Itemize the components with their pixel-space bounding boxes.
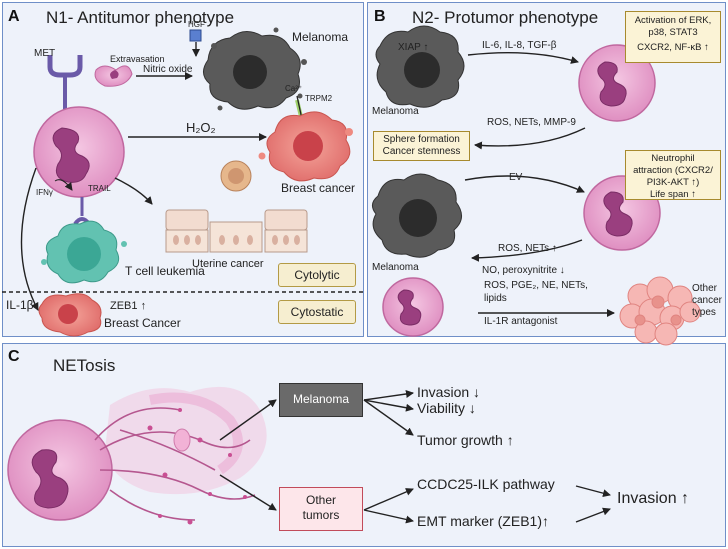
lipids-label: lipids [484,293,507,304]
tumor-growth-label: Tumor growth ↑ [417,432,514,448]
uterine-cancer-label: Uterine cancer [192,258,264,270]
t-cell-leukemia-icon [41,220,127,284]
ros-pge-label: ROS, PGE₂, NE, NETs, [484,280,588,291]
neutrophil-cell-icon [33,106,125,198]
neutrophil-b3-icon [382,277,444,337]
cytostatic-tag: Cytostatic [278,300,356,324]
activation-box: Activation of ERK, p38, STAT3 CXCR2, NF-… [625,11,721,63]
neutrophil-b1-icon [578,44,656,122]
hgf-icon [189,29,202,42]
neutrophil-attraction-box: Neutrophil attraction (CXCR2/ PI3K-AKT ↑… [625,150,721,200]
ccdc25-label: CCDC25-ILK pathway [417,476,555,492]
ev-label: EV [509,172,523,183]
activation-line-3: CXCR2, NF-κB ↑ [637,42,709,53]
sphere-box: Sphere formation Cancer stemness [373,131,470,161]
no-peroxynitrite-label: NO, peroxynitrite ↓ [482,265,565,276]
il1r-label: IL-1R antagonist [484,316,558,327]
hgf-label: HGF [188,20,205,29]
extravasating-neutrophil-icon [94,65,133,87]
sphere-line-1: Sphere formation [383,134,460,145]
il1b-label: IL-1β [6,298,34,312]
ifng-label: IFNγ [36,188,53,197]
melanoma-b2-label: Melanoma [372,262,419,273]
activation-line-2: p38, STAT3 [648,27,698,38]
t-cell-leukemia-label: T cell leukemia [125,264,205,278]
netosis-title: NETosis [53,356,116,375]
trail-label: TRAIL [88,184,111,193]
neutrophil-line-1: Neutrophil [651,153,695,164]
ca-label: Ca²⁺ [285,84,303,93]
nitric-oxide-label: Nitric oxide [143,64,193,75]
panel-c-letter: C [8,348,20,365]
activation-line-1: Activation of ERK, [634,15,712,26]
trpm2-label: TRPM2 [305,94,333,103]
neutrophil-line-2: attraction (CXCR2/ [633,165,713,176]
sphere-line-2: Cancer stemness [382,146,461,157]
other-tumors-line-1: Other [305,493,336,507]
melanoma-b1-label: Melanoma [372,106,419,117]
other-cancer-cluster-icon [619,276,701,346]
uterine-cancer-icon [165,160,308,253]
other-cancer-line-3: types [692,307,716,318]
panel-b-letter: B [374,8,386,25]
other-cancer-label: Other cancer types [692,283,722,319]
breast-cancer-bottom-label: Breast Cancer [104,316,181,330]
other-tumors-box: Other tumors [279,487,363,531]
melanoma-cell-icon [203,27,307,111]
breast-cancer-cell-icon [258,111,353,182]
panel-b-title: N2- Protumor phenotype [412,8,599,27]
melanoma-b2-icon [372,173,462,258]
other-tumors-line-2: tumors [302,508,340,522]
invasion-up-label: Invasion ↑ [617,490,690,507]
extravasation-label: Extravasation [110,54,165,64]
xiap-label: XIAP ↑ [398,42,429,53]
invasion-down-label: Invasion ↓ [417,384,481,400]
met-receptor-icon [47,55,83,112]
cytolytic-tag: Cytolytic [278,263,356,287]
neutrophil-line-4: Life span ↑ [650,189,696,200]
other-cancer-line-1: Other [692,283,718,294]
viability-down-label: Viability ↓ [417,400,476,416]
ros-nets-up-label: ROS, NETs ↑ [498,243,557,254]
panel-a-letter: A [8,8,20,25]
panel-a-title: N1- Antitumor phenotype [46,8,235,27]
breast-cancer-label: Breast cancer [281,181,356,195]
h2o2-label: H₂O₂ [186,120,216,135]
zeb1-label: ZEB1 ↑ [110,300,147,312]
ros-nets-mmp-label: ROS, NETs, MMP-9 [487,117,576,128]
breast-cancer-small-icon [38,293,102,337]
emt-marker-label: EMT marker (ZEB1)↑ [417,513,549,529]
neutrophil-line-3: PI3K-AKT ↑) [646,177,700,188]
melanoma-label-a: Melanoma [292,30,349,44]
melanoma-b1-icon [375,25,465,108]
netosis-illustration-icon [7,386,267,525]
il6-label: IL-6, IL-8, TGF-β [482,40,557,51]
melanoma-box: Melanoma [279,383,363,417]
met-label: MET [34,48,56,59]
other-cancer-line-2: cancer [692,295,723,306]
